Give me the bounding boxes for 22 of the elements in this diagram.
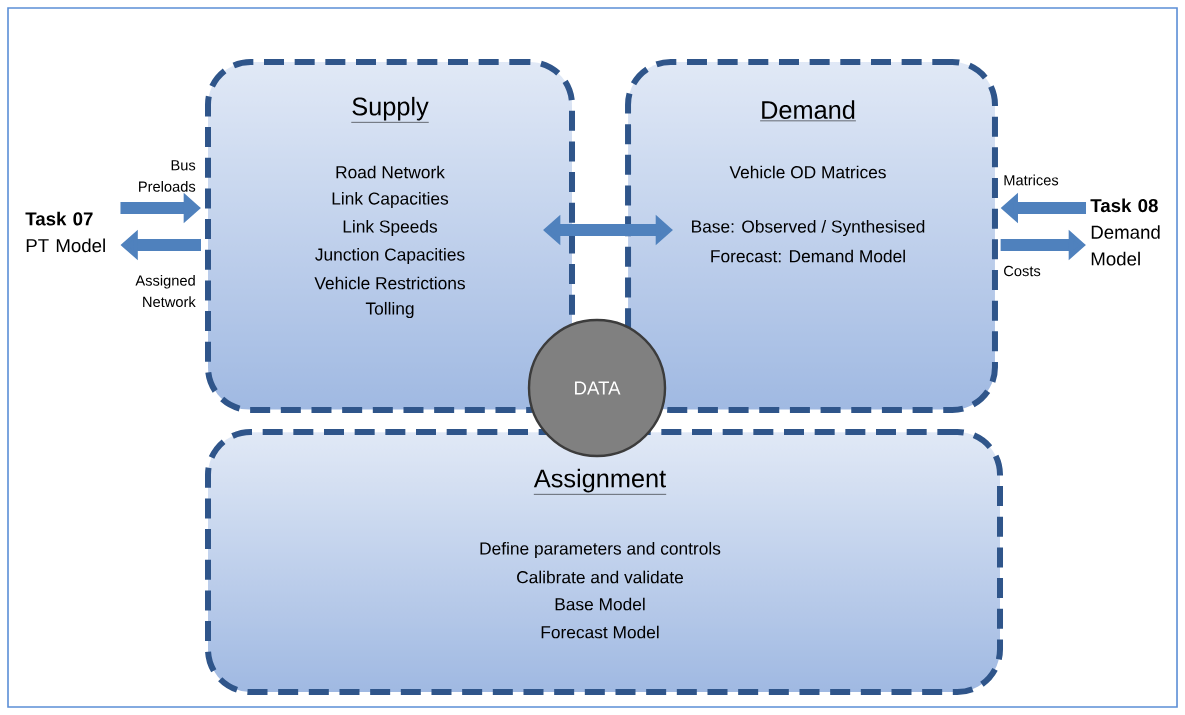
- edge-label: Bus Preloads: [139, 160, 196, 192]
- edge-label: Matrices: [1004, 174, 1059, 186]
- list-item: Vehicle OD Matrices: [729, 165, 886, 179]
- list-item: Link Speeds: [343, 219, 438, 237]
- panel-heading: Supply: [351, 96, 429, 123]
- list-item: Forecast: Demand Model: [711, 249, 905, 263]
- task-label: Task 08 Demand Model: [1090, 198, 1160, 266]
- list-item: Road Network: [336, 165, 445, 179]
- list-item: Base: Observed / Synthesised: [692, 219, 925, 237]
- task-label: Task 07 PT Model: [25, 211, 105, 253]
- panel-heading: Demand: [759, 100, 857, 122]
- list-item: Base Model: [555, 597, 645, 611]
- list-item: Forecast Model: [541, 625, 659, 639]
- list-item: Vehicle Restrictions: [314, 276, 465, 290]
- list-item: Calibrate and validate: [517, 570, 683, 584]
- edge-label: Costs: [1004, 265, 1041, 277]
- list-item: Define parameters and controls: [480, 541, 721, 559]
- list-item: Link Capacities: [332, 191, 449, 209]
- edge-label: Assigned Network: [135, 274, 196, 308]
- list-item: Tolling: [365, 301, 414, 319]
- list-item: Junction Capacities: [315, 247, 465, 265]
- panel-heading: Assignment: [533, 468, 667, 495]
